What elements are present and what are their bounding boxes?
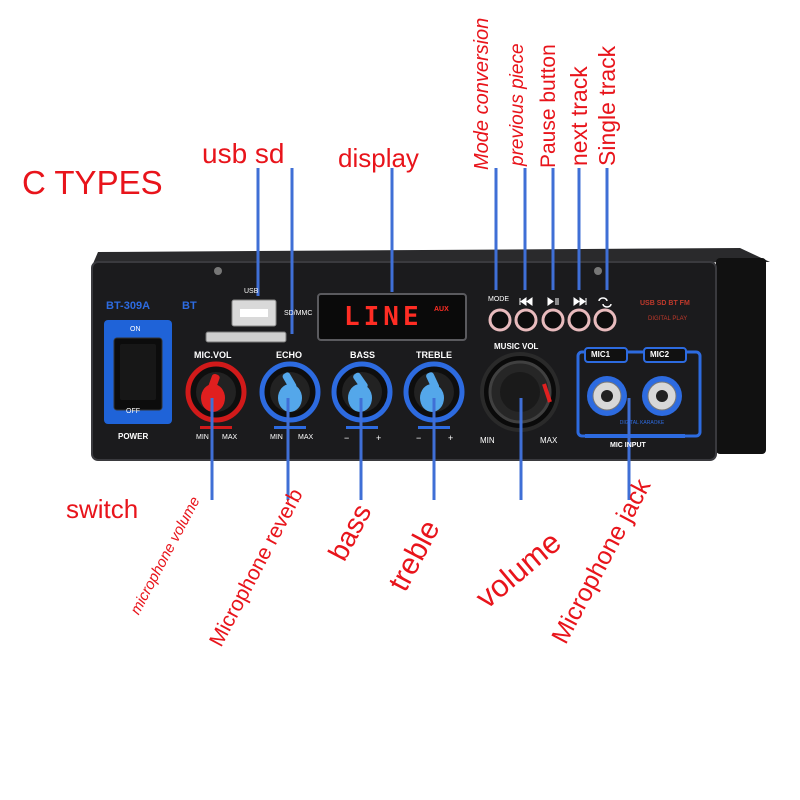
sdmmc-label: SD/MMC <box>284 310 313 317</box>
treble-pointer <box>426 372 440 390</box>
mic-input-label: MIC INPUT <box>610 442 646 449</box>
mic-input-underline <box>585 434 685 438</box>
repeat-icon <box>598 297 612 308</box>
bass-label: BASS <box>350 350 376 360</box>
mic2-label: MIC2 <box>650 350 670 359</box>
mic-vol-label: MIC.VOL <box>194 350 232 360</box>
treble-plus: + <box>448 433 454 443</box>
repeat-button[interactable] <box>593 308 617 332</box>
mic1-badge <box>584 347 628 363</box>
display-screen <box>317 293 467 341</box>
single-track-label: Single track <box>594 45 620 166</box>
mic1-label: MIC1 <box>591 350 611 359</box>
mic-vol-pointer <box>208 373 220 391</box>
types-heading: C TYPES <box>22 164 163 201</box>
echo-label: ECHO <box>276 350 303 360</box>
pause-button-label: Pause button <box>537 44 560 168</box>
music-vol-label: MUSIC VOL <box>494 342 539 351</box>
next-icon <box>573 297 587 306</box>
mode-label: MODE <box>488 296 509 303</box>
music-vol-pointer <box>542 383 552 403</box>
bt-logo: BT <box>182 300 197 312</box>
knobs <box>185 352 560 432</box>
on-label: ON <box>130 326 141 333</box>
mic2-badge <box>643 347 687 363</box>
usb-sd-label: usb sd <box>202 138 285 169</box>
lead-lines <box>210 168 631 500</box>
play-pause-icon <box>547 297 559 306</box>
next-track-label: next track <box>566 66 592 166</box>
off-label: OFF <box>126 408 140 415</box>
music-vol-center <box>500 372 540 412</box>
echo-max: MAX <box>298 434 314 441</box>
bass-plus: + <box>376 433 382 443</box>
echo-scale <box>274 426 306 429</box>
transport-buttons <box>488 297 617 332</box>
echo-min: MIN <box>270 434 283 441</box>
model-label: BT-309A <box>106 300 151 312</box>
usb-label: USB <box>244 288 259 295</box>
mic1-hole <box>601 390 613 402</box>
echo-pointer <box>282 372 297 390</box>
mic-vol-max: MAX <box>222 434 238 441</box>
mic-vol-scale <box>200 426 232 429</box>
treble-cap <box>420 384 444 412</box>
bass-minus: − <box>344 433 350 443</box>
mode-button[interactable] <box>488 308 512 332</box>
echo-cap <box>278 384 302 412</box>
bass-pointer <box>353 372 368 390</box>
music-vol-min: MIN <box>480 436 495 445</box>
sd-slot[interactable] <box>205 331 287 343</box>
chassis-side-right <box>716 258 766 454</box>
format-label: USB SD BT FM <box>640 300 690 307</box>
treble-minus: − <box>416 433 422 443</box>
display-aux: AUX <box>434 306 449 313</box>
power-label: POWER <box>118 432 149 441</box>
screw <box>214 267 222 275</box>
digital-player-label: DIGITAL PLAY <box>648 316 688 322</box>
screw <box>594 267 602 275</box>
music-vol-max: MAX <box>540 436 558 445</box>
treble-label: TREBLE <box>416 350 452 360</box>
usb-slot <box>240 309 268 317</box>
digital-karaoke-label: DIGITAL KARAOKE <box>619 420 665 426</box>
mic2-hole <box>656 390 668 402</box>
mode-conversion-label: Mode conversion <box>471 17 493 170</box>
switch-label: switch <box>66 494 139 524</box>
power-switch-rocker[interactable] <box>120 344 156 400</box>
previous-piece-label: previous piece <box>507 43 528 166</box>
mic-vol-min: MIN <box>196 434 209 441</box>
display-text: LINE <box>344 302 423 332</box>
display-label: display <box>338 143 419 173</box>
next-button[interactable] <box>567 308 591 332</box>
pause-button[interactable] <box>541 308 565 332</box>
previous-button[interactable] <box>514 308 538 332</box>
previous-icon <box>519 297 533 306</box>
